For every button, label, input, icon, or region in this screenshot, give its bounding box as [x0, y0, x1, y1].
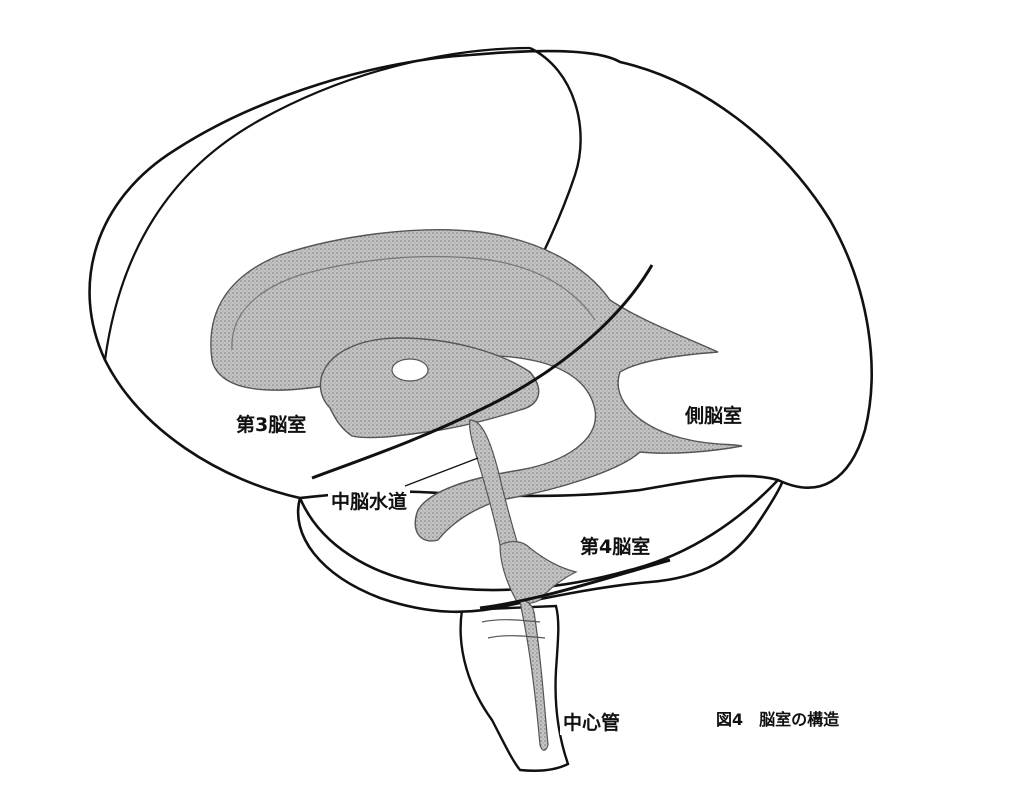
lateral-fissure-line [311, 264, 654, 480]
figure-caption: 図4 脳室の構造 [716, 710, 840, 729]
brainstem-outline [459, 604, 570, 772]
hemisphere-edge-line [103, 46, 531, 361]
third-ventricle-label: 第3脳室 [233, 413, 310, 437]
fourth-ventricle-label: 第4脳室 [577, 535, 654, 559]
tentorium-line [479, 558, 671, 610]
lateral-ventricle-inner-line [231, 255, 596, 351]
cerebellum-outline [296, 476, 785, 614]
central-canal-label: 中心管 [560, 711, 624, 735]
brainstem-detail-lines [481, 619, 546, 639]
cerebral-aqueduct-label: 中脳水道 [328, 490, 411, 514]
third-ventricle-shape [319, 337, 540, 439]
lateral-ventricle-label: 側脳室 [682, 404, 746, 428]
interthalamic-adhesion [391, 358, 429, 382]
fourth-ventricle-shape [499, 541, 578, 604]
central-canal-shape [519, 599, 549, 751]
aqueduct-leader-line [404, 457, 479, 487]
